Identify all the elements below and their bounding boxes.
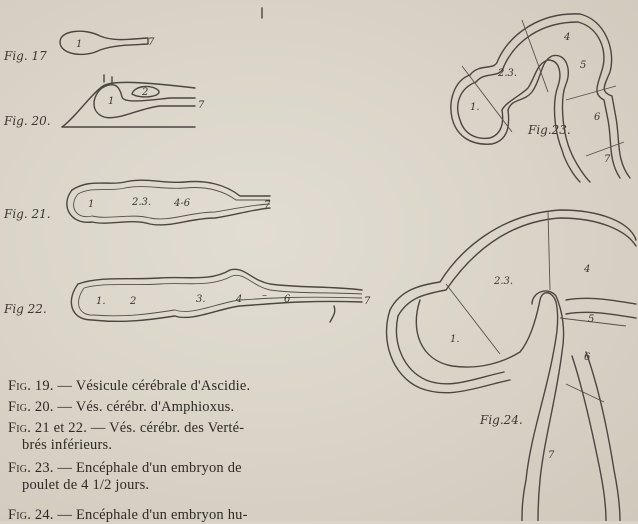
figure-21-zone-7: 7 bbox=[264, 200, 271, 211]
caption-fig-21-22-text: 21 et 22. — Vés. cérébr. des Verté- bbox=[35, 420, 244, 436]
figure-17: Fig. 17 1 7 bbox=[3, 31, 155, 63]
figure-23-zone-6: 6 bbox=[594, 112, 601, 123]
figure-24: Fig.24. 1. 2.3. 4 5 6 7 bbox=[387, 210, 636, 521]
figure-23: Fig.23. 1. 2.3. 4 5 6 7 bbox=[451, 14, 630, 182]
figure-22-zone-2: 2 bbox=[129, 296, 136, 307]
figure-22-zone-7: 7 bbox=[364, 296, 371, 307]
figure-21: Fig. 21. 1 2.3. 4-6 7 bbox=[3, 180, 271, 225]
figure-24-zone-6: 6 bbox=[584, 352, 591, 363]
caption-fig-23-continuation: poulet de 4 1/2 jours. bbox=[8, 477, 368, 494]
figure-20: Fig. 20. 1 2 7 bbox=[3, 75, 205, 128]
figure-20-zone-1: 1 bbox=[108, 96, 114, 107]
figure-17-zone-7: 7 bbox=[148, 37, 155, 48]
figure-23-zone-5: 5 bbox=[580, 60, 586, 71]
caption-fig-19: Fig. 19. — Vésicule cérébrale d'Ascidie. bbox=[8, 378, 368, 395]
figure-20-label: Fig. 20. bbox=[3, 114, 51, 128]
caption-fig-21-22: Fig. 21 et 22. — Vés. cérébr. des Verté-… bbox=[8, 420, 368, 454]
caption-fig-20-text: 20. — Vés. cérébr. d'Amphioxus. bbox=[35, 399, 234, 415]
caption-fig-19-prefix: Fig. bbox=[8, 378, 31, 394]
figure-17-zone-1: 1 bbox=[76, 39, 82, 50]
figure-21-zone-1: 1 bbox=[88, 199, 94, 210]
figure-23-zone-4: 4 bbox=[563, 32, 570, 43]
figure-22-label: Fig 22. bbox=[3, 302, 47, 316]
caption-fig-24: Fig. 24. — Encéphale d'un embryon hu- bbox=[8, 507, 368, 524]
caption-fig-23: Fig. 23. — Encéphale d'un embryon de pou… bbox=[8, 460, 368, 494]
figure-23-zone-7: 7 bbox=[604, 154, 611, 165]
caption-fig-19-text: 19. — Vésicule cérébrale d'Ascidie. bbox=[35, 378, 251, 394]
figure-24-zone-5: 5 bbox=[588, 314, 594, 325]
figure-21-zone-46: 4-6 bbox=[173, 198, 191, 209]
figure-22-zone-3: 3. bbox=[196, 294, 206, 305]
figure-20-zone-2: 2 bbox=[141, 87, 148, 98]
caption-fig-21-22-continuation: brés inférieurs. bbox=[8, 437, 368, 454]
figure-24-zone-4: 4 bbox=[583, 264, 590, 275]
caption-fig-20: Fig. 20. — Vés. cérébr. d'Amphioxus. bbox=[8, 399, 368, 416]
figure-22-dash: – bbox=[262, 290, 267, 301]
figure-17-label: Fig. 17 bbox=[3, 49, 47, 63]
figure-22-zone-1: 1. bbox=[96, 296, 106, 307]
figure-24-label: Fig.24. bbox=[479, 413, 523, 427]
figure-24-zone-23: 2.3. bbox=[493, 276, 513, 287]
figure-24-zone-7: 7 bbox=[548, 450, 555, 461]
caption-fig-23-text: 23. — Encéphale d'un embryon de bbox=[35, 460, 242, 476]
figure-21-label: Fig. 21. bbox=[3, 207, 51, 221]
caption-fig-23-prefix: Fig. bbox=[8, 460, 31, 476]
figure-22: Fig 22. 1. 2 3. 4 – 6 7 bbox=[3, 269, 371, 322]
figure-22-zone-6: 6 bbox=[284, 294, 291, 305]
figure-21-zone-23: 2.3. bbox=[131, 197, 151, 208]
caption-fig-21-22-prefix: Fig. bbox=[8, 420, 31, 436]
figure-22-zone-4: 4 bbox=[235, 294, 242, 305]
figure-23-zone-23: 2.3. bbox=[497, 68, 517, 79]
figure-24-zone-1: 1. bbox=[450, 334, 460, 345]
figure-20-zone-7: 7 bbox=[198, 100, 205, 111]
figure-23-zone-1: 1. bbox=[470, 102, 480, 113]
caption-fig-20-prefix: Fig. bbox=[8, 399, 31, 415]
